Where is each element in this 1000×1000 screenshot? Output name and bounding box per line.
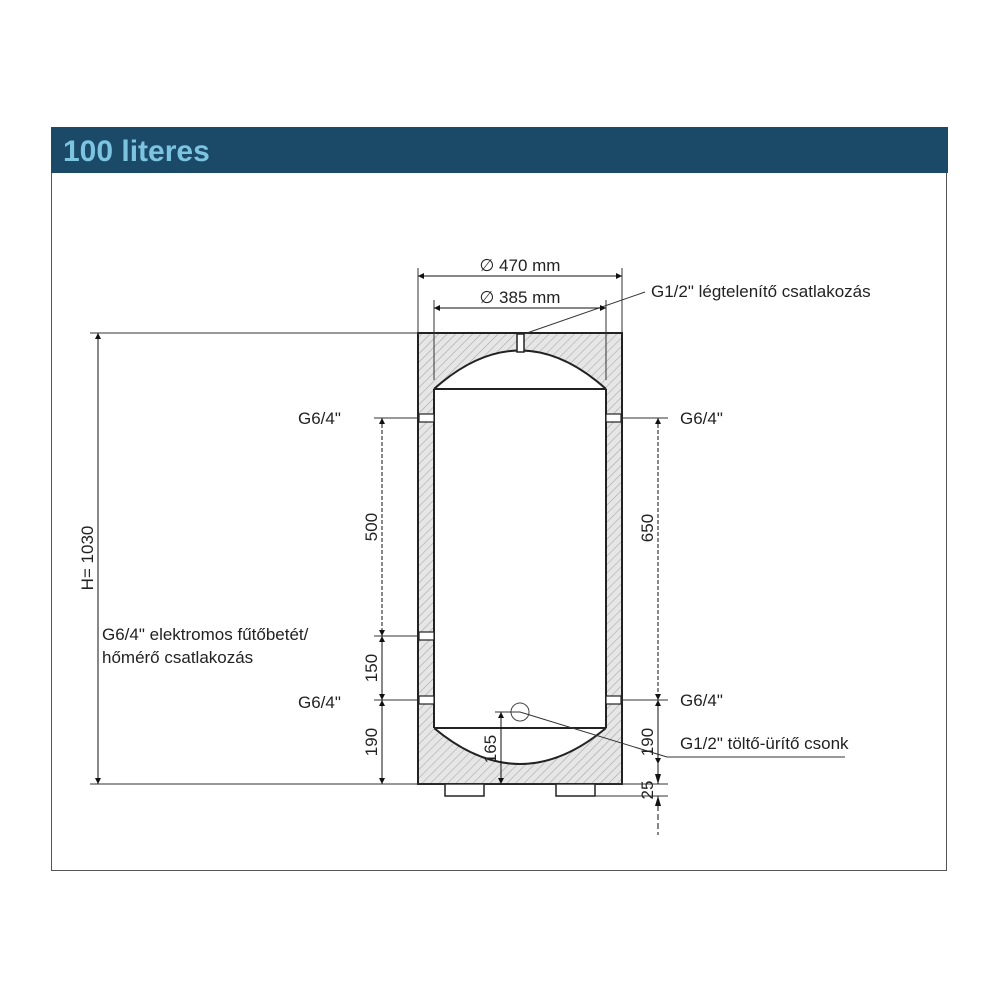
label-vent: G1/2" légtelenítő csatlakozás (651, 282, 871, 301)
dim-165: 165 (481, 735, 500, 763)
label-left-top: G6/4" (298, 409, 341, 428)
inner-vessel (434, 350, 606, 784)
vent-port (516, 333, 525, 353)
dim-500: 500 (362, 513, 381, 541)
page-title: 100 literes (63, 135, 210, 168)
dim-385: ∅ 385 mm (480, 288, 561, 307)
hatch-fill-bottom-sides (419, 728, 434, 783)
ports (418, 413, 622, 705)
port-left-heater (418, 631, 435, 641)
title-bar: 100 literes (51, 127, 948, 173)
dim-190-left: 190 (362, 728, 381, 756)
dim-470: ∅ 470 mm (480, 256, 561, 275)
dim-height: H= 1030 (78, 526, 97, 591)
label-drain: G1/2" töltő-ürítő csonk (680, 734, 849, 753)
port-right-bottom (605, 695, 622, 705)
dim-150: 150 (362, 654, 381, 682)
port-left-bottom (418, 695, 435, 705)
label-left-bottom: G6/4" (298, 693, 341, 712)
foot-right (555, 783, 596, 797)
label-heater-1: G6/4" elektromos fűtőbetét/ (102, 625, 309, 644)
dim-25: 25 (638, 781, 657, 800)
label-right-bottom: G6/4" (680, 691, 723, 710)
dim-650: 650 (638, 514, 657, 542)
dim-190-right: 190 (638, 728, 657, 756)
port-right-top (605, 413, 622, 423)
port-left-top (418, 413, 435, 423)
foot-left (444, 783, 485, 797)
label-right-top: G6/4" (680, 409, 723, 428)
label-heater-2: hőmérő csatlakozás (102, 648, 253, 667)
